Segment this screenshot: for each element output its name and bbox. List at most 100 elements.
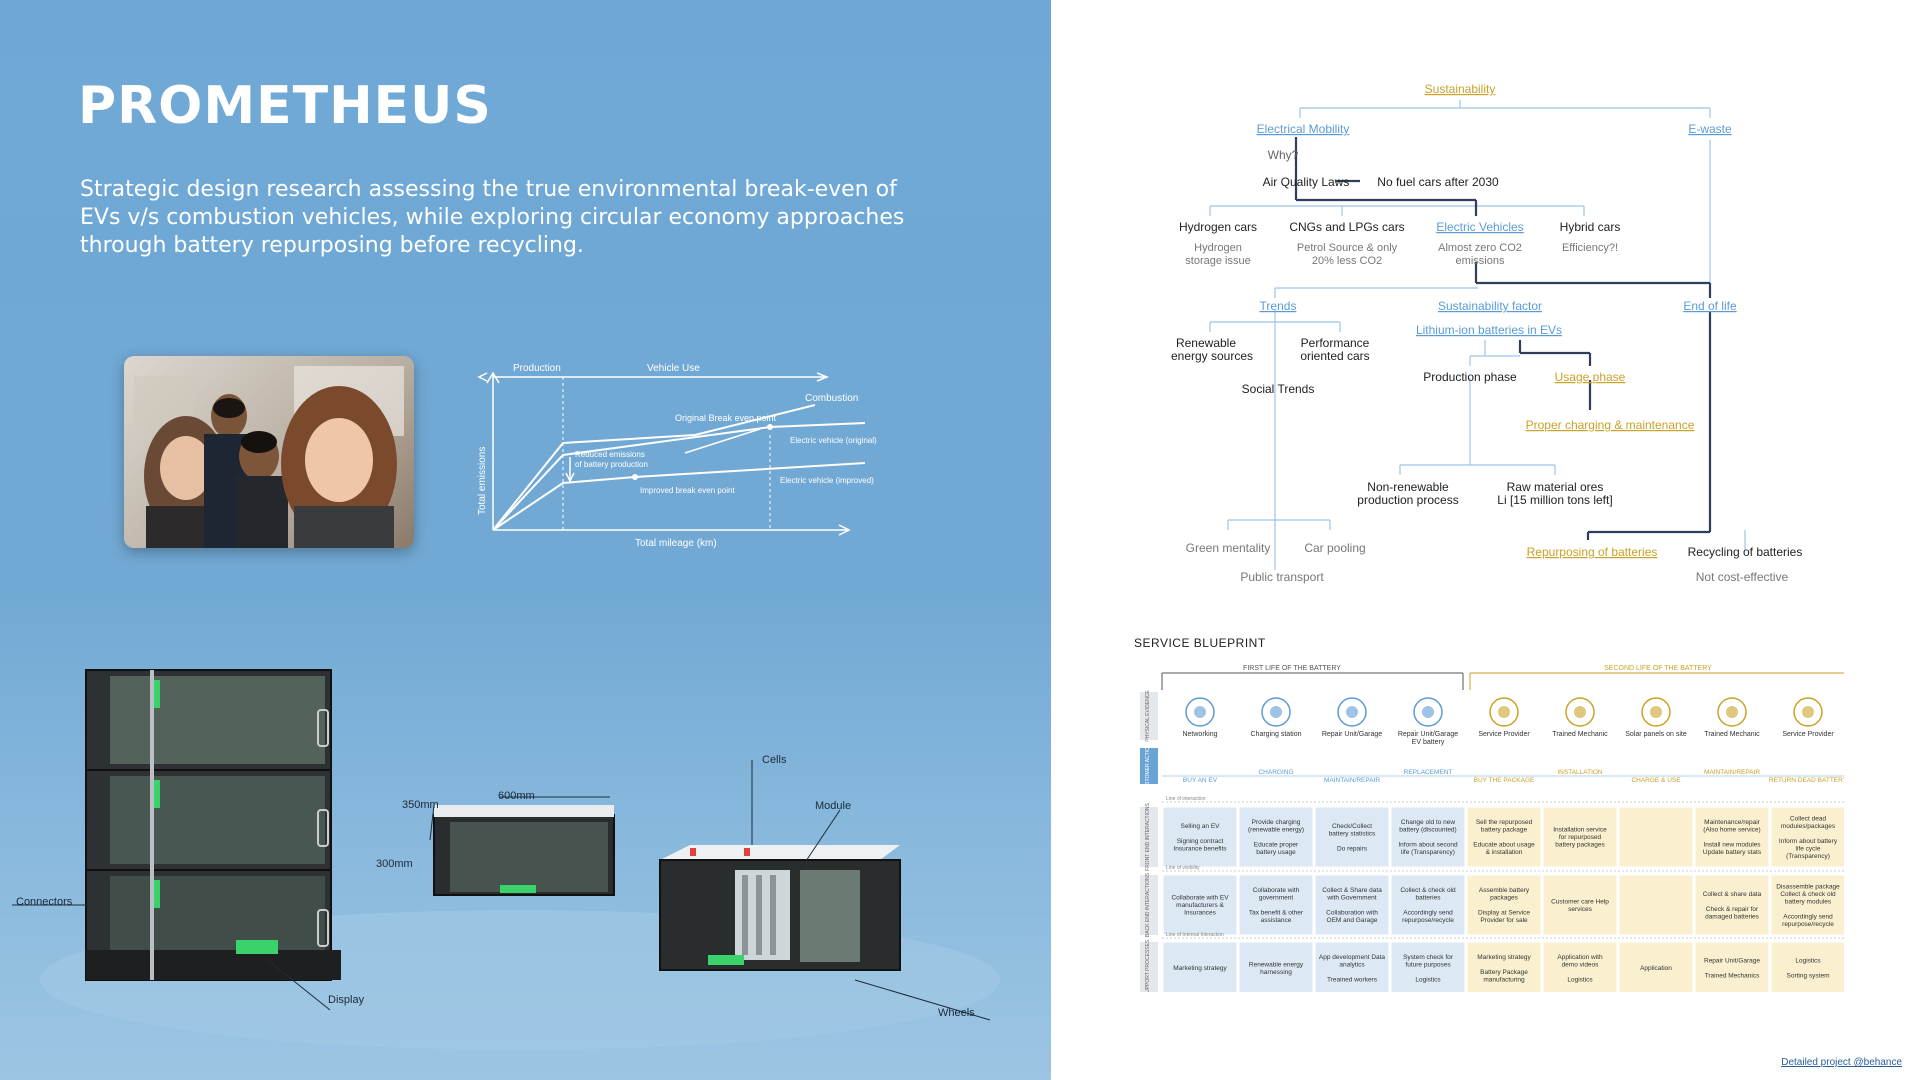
front-end-text: Inform about battery (1779, 838, 1838, 845)
blueprint-cell (1314, 941, 1390, 992)
back-end-text: Collaboration with (1326, 910, 1378, 917)
back-end-text: damaged batteries (1705, 913, 1760, 920)
back-end-text: government (1259, 895, 1294, 902)
customer-action: MAINTAIN/REPAIR (1704, 769, 1760, 776)
label-300mm: 300mm (376, 858, 413, 870)
customer-action: RETURN DEAD BATTERY (1769, 777, 1844, 784)
front-end-text: life (Transparency) (1401, 849, 1455, 856)
evidence-icon-core (1270, 706, 1282, 718)
blueprint-cell (1162, 874, 1238, 936)
blueprint-cell (1390, 941, 1466, 992)
behance-link[interactable]: Detailed project @behance (1781, 1057, 1902, 1068)
support-text: demo videos (1562, 961, 1600, 968)
node-ev-sub2: emissions (1456, 255, 1505, 267)
front-end-text: Educate about usage (1473, 842, 1535, 849)
front-end-text: Selling an EV (1180, 823, 1220, 830)
node-hydrogen-sub1: Hydrogen (1194, 242, 1242, 254)
project-title: PROMETHEUS (78, 76, 492, 136)
evidence-icon-core (1802, 706, 1814, 718)
second-life-label: SECOND LIFE OF THE BATTERY (1604, 665, 1712, 672)
front-end-text: Sell the repurposed (1476, 819, 1533, 826)
back-end-text: Disassemble package (1776, 883, 1840, 890)
single-module-unit (429, 796, 615, 896)
label-wheels: Wheels (938, 1007, 975, 1019)
front-end-text: modules/packages (1781, 823, 1836, 830)
back-end-text: Collect & check old (1780, 891, 1836, 898)
back-end-text: Customer care Help (1551, 898, 1609, 905)
node-cng-sub1: Petrol Source & only (1297, 242, 1398, 254)
blueprint-cell (1542, 806, 1618, 868)
customer-action: CHARGING (1258, 769, 1293, 776)
front-end-text: Provide charging (1252, 819, 1301, 826)
blueprint-cell (1618, 806, 1694, 868)
node-production-phase: Production phase (1423, 370, 1517, 384)
back-end-text: batteries (1416, 895, 1442, 902)
support-text: analytics (1339, 961, 1365, 968)
node-li-ion: Lithium-ion batteries in EVs (1416, 323, 1562, 337)
row-label: PHYSICAL EVIDENCE (1145, 690, 1151, 742)
node-performance-1: Performance (1301, 336, 1370, 350)
back-end-text: Accordingly send (1403, 910, 1453, 917)
node-non-renewable-1: Non-renewable (1367, 480, 1449, 494)
support-text: Repair Unit/Garage (1704, 958, 1760, 965)
row-label: SUPPORT PROCESSES (1145, 939, 1151, 992)
back-end-text: Collaborate with (1253, 887, 1300, 894)
back-end-text: Check & repair for (1706, 906, 1759, 913)
node-car-pooling: Car pooling (1304, 541, 1365, 555)
first-life-label: FIRST LIFE OF THE BATTERY (1243, 665, 1341, 672)
battery-product-renders (12, 669, 1000, 1050)
front-end-text: Collect dead (1790, 815, 1827, 822)
line-of-internal-label: Line of Internal Interaction (1166, 932, 1224, 938)
support-text: Application with (1557, 954, 1603, 961)
node-end-of-life: End of life (1683, 299, 1737, 313)
graph-reduced-label-1: Reduced emissions (575, 450, 645, 459)
blueprint-cell (1314, 806, 1390, 868)
wheels-leader (854, 979, 991, 1021)
open-battery-unit (659, 845, 901, 971)
support-text: harnessing (1260, 969, 1292, 976)
node-air-quality: Air Quality Laws (1263, 175, 1350, 189)
back-end-text: Collaborate with EV (1171, 895, 1229, 902)
front-end-text: Check/Collect (1332, 823, 1372, 830)
node-public-transport: Public transport (1240, 570, 1324, 584)
back-end-text: Assemble battery (1479, 887, 1530, 894)
evidence-icon-core (1574, 706, 1586, 718)
blueprint-cell (1770, 806, 1844, 868)
back-end-text: Collect & Share data (1322, 887, 1382, 894)
node-usage-phase: Usage phase (1555, 370, 1626, 384)
node-no-fuel: No fuel cars after 2030 (1377, 175, 1499, 189)
node-hydrogen-sub2: storage issue (1185, 255, 1250, 267)
node-raw-material-1: Raw material ores (1507, 480, 1604, 494)
customer-action: MAINTAIN/REPAIR (1324, 777, 1380, 784)
team-photo (124, 356, 414, 548)
node-raw-material-2: Li [15 million tons left] (1497, 493, 1612, 507)
support-text: manufacturing (1483, 976, 1525, 983)
node-repurposing: Repurposing of batteries (1527, 545, 1658, 559)
front-end-text: battery package (1481, 827, 1528, 834)
graph-combustion-label: Combustion (805, 393, 858, 404)
blueprint-cell (1618, 941, 1694, 992)
evidence-icon-core (1422, 706, 1434, 718)
node-e-waste: E-waste (1688, 122, 1732, 136)
support-text: Trained Mechanics (1705, 973, 1760, 980)
back-end-text: Accordingly send (1783, 913, 1833, 920)
node-proper-charging: Proper charging & maintenance (1526, 418, 1695, 432)
graph-improved-break-even-label: Improved break even point (640, 486, 736, 495)
front-end-text: battery packages (1555, 842, 1605, 849)
x-axis-arrow (838, 524, 851, 536)
support-text: Logistics (1795, 958, 1821, 965)
node-cng-sub2: 20% less CO2 (1312, 255, 1382, 267)
back-end-text: OEM and Garage (1327, 917, 1378, 924)
reduced-arrow-head (565, 472, 575, 483)
blueprint-title: SERVICE BLUEPRINT (1134, 636, 1266, 650)
improved-break-even-point (632, 474, 638, 480)
front-end-text: Educate proper (1254, 842, 1299, 849)
support-text: Application (1640, 965, 1672, 972)
row-label-strip (1140, 875, 1158, 935)
back-end-text: Insurances (1184, 910, 1217, 917)
blueprint-cell (1694, 874, 1770, 936)
support-text: Renewable energy (1249, 961, 1304, 968)
project-subtitle: Strategic design research assessing the … (80, 177, 905, 258)
blueprint-cell (1238, 941, 1314, 992)
front-end-text: Insurance benefits (1173, 845, 1227, 852)
